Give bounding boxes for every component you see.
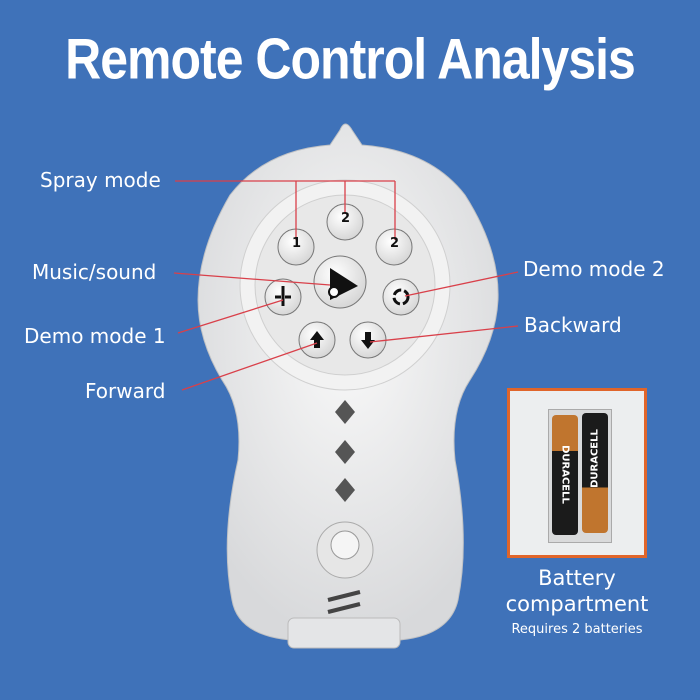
converge-icon — [275, 286, 291, 306]
spray-2-number: 2 — [341, 211, 351, 226]
label-demo-mode-1: Demo mode 1 — [24, 324, 166, 348]
page-title: Remote Control Analysis — [65, 26, 636, 92]
arrow-down-icon — [361, 332, 375, 349]
demo-mode-1-button[interactable] — [264, 278, 302, 316]
joystick[interactable] — [316, 521, 374, 579]
slash-logo — [327, 590, 361, 614]
callout-lines — [173, 180, 519, 391]
battery-note: Requires 2 batteries — [511, 622, 643, 637]
direction-indicators — [335, 400, 355, 502]
battery-brand: DURACELL — [589, 429, 601, 488]
arrow-up-icon — [310, 331, 324, 348]
label-demo-mode-2: Demo mode 2 — [523, 257, 665, 281]
spray-3-number: 2 — [390, 236, 400, 251]
battery-brand: DURACELL — [559, 445, 571, 504]
battery-title-1: Battery — [538, 566, 616, 590]
battery-1: DURACELL — [552, 415, 578, 535]
backward-button[interactable] — [349, 321, 387, 359]
forward-button[interactable] — [298, 321, 336, 359]
spray-button-3[interactable] — [375, 228, 413, 266]
battery-2: DURACELL — [582, 413, 608, 533]
music-button[interactable] — [313, 255, 367, 309]
label-spray-mode: Spray mode — [40, 168, 161, 192]
label-forward: Forward — [85, 379, 166, 403]
cycle-icon — [392, 288, 410, 306]
label-music-sound: Music/sound — [32, 260, 157, 284]
spray-1-number: 1 — [292, 236, 302, 251]
battery-title-2: compartment — [505, 592, 649, 616]
demo-mode-2-button[interactable] — [382, 278, 420, 316]
label-backward: Backward — [524, 313, 622, 337]
battery-compartment-photo: DURACELL DURACELL — [507, 388, 647, 558]
